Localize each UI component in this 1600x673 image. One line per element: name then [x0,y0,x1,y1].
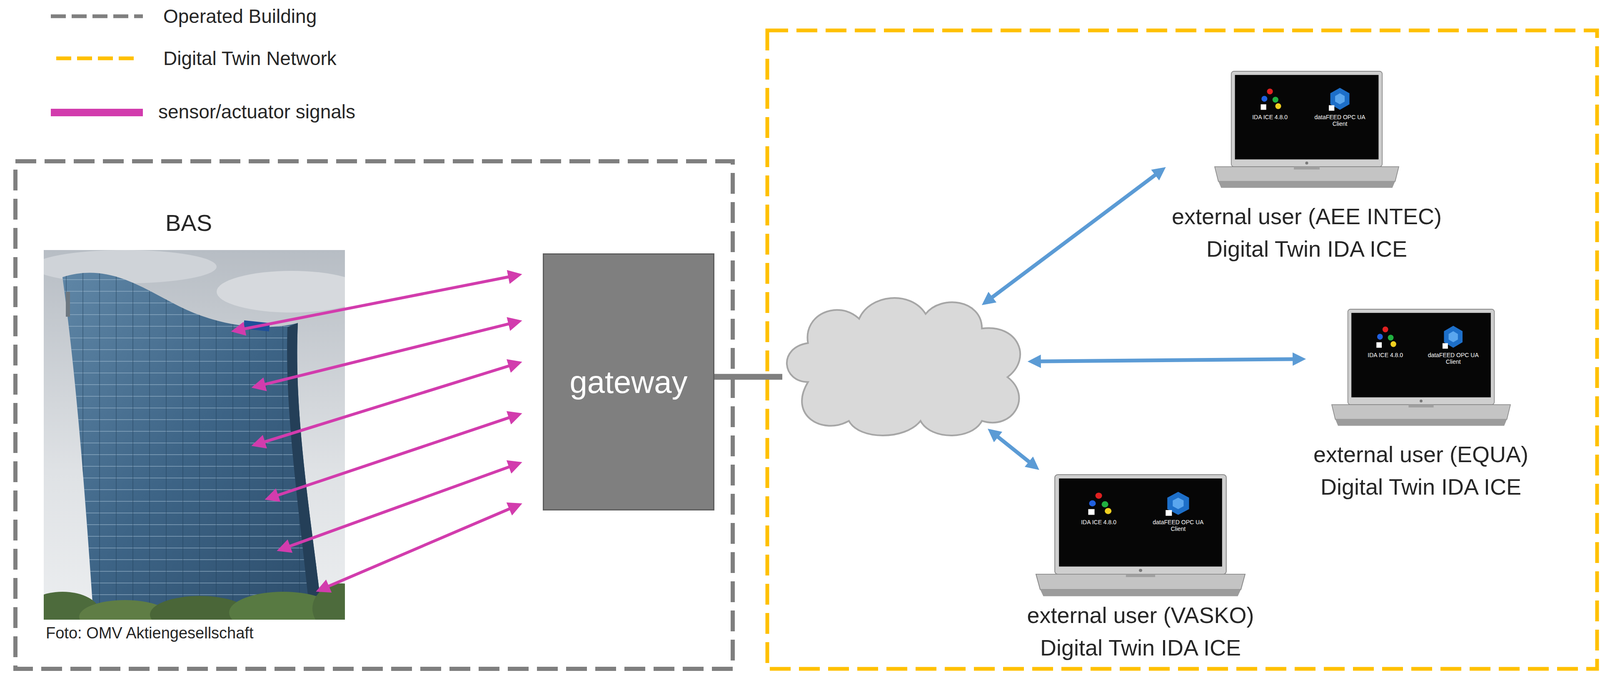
legend-sample-grey-dashed [50,14,143,19]
icon-label: IDA ICE 4.8.0 [1067,518,1131,526]
shortcut-badge [1328,105,1335,111]
icon-label: IDA ICE 4.8.0 [1242,113,1298,121]
gateway-link [714,373,783,380]
laptop-picture [1035,474,1246,597]
ida-icon-dot [1272,96,1279,103]
node-caption: external user (VASKO) [1026,598,1254,632]
datafeed-icon-core [1172,497,1184,510]
node-caption: external user (EQUA) [1313,437,1529,471]
laptop-node: external user (AEE INTEC)Digital Twin ID… [1171,71,1442,266]
icon-label: dataFEED OPC UA Client [1312,113,1368,128]
laptop-logo [1138,568,1143,572]
laptop-lid [1347,309,1495,405]
node-caption: Digital Twin IDA ICE [1206,232,1408,265]
laptop-front [1335,419,1508,426]
laptop-notch [1293,166,1320,170]
shortcut-badge [1442,343,1448,349]
laptop-picture [1214,71,1399,188]
laptop-base [1214,166,1399,182]
laptop-node: external user (VASKO)Digital Twin IDA IC… [1026,474,1254,664]
signal-arrow [284,464,515,548]
building-photo [43,249,345,620]
photo-credit: Foto: OMV Aktiengesellschaft [45,623,254,643]
cloud-outline [777,289,1034,436]
ida-icon-dot [1387,334,1394,341]
laptop-notch [1408,404,1434,408]
building-edge [287,322,323,620]
building-node: BAS [43,205,345,620]
photo-cloud [216,270,345,313]
signal-arrow [259,364,515,444]
ida-icon-dot [1275,103,1281,110]
ida-icon-dot [1377,333,1383,340]
icon-label: IDA ICE 4.8.0 [1358,351,1413,359]
laptop-screen [1235,74,1379,160]
shortcut-badge [1088,509,1095,515]
legend-text: Operated Building [163,4,317,28]
laptop-screen [1058,478,1223,567]
cloud-shape [777,289,1034,436]
ida-icon-dot [1101,501,1109,508]
photo-tree [312,583,345,620]
signal-arrow [272,415,515,497]
building-facade [62,272,323,620]
icon-label: dataFEED OPC UA Client [1426,351,1481,365]
ida-icon-dot [1095,492,1103,499]
network-arrow [1035,359,1298,362]
node-heading: BAS [43,205,345,240]
building-antenna [65,291,70,317]
ida-icon-dot [1089,500,1096,507]
laptop-picture [1331,309,1511,426]
shortcut-badge [1165,509,1172,516]
node-caption: Digital Twin IDA ICE [1320,470,1522,503]
laptop-base [1035,574,1246,590]
laptop-lid [1231,71,1383,167]
laptop-notch [1125,574,1156,577]
node-caption: external user (AEE INTEC) [1171,199,1442,233]
datafeed-icon-core [1448,331,1458,342]
ida-icon-dot [1104,507,1112,515]
ida-icon-dot [1267,88,1274,95]
node-caption: Digital Twin IDA ICE [1040,631,1241,664]
laptop-front [1040,589,1241,597]
cloud-outline-path [786,297,1021,436]
building-windows [62,272,323,620]
shortcut-badge [1260,104,1267,110]
laptop-lid [1054,474,1227,575]
ida-icon-dot [1261,95,1268,102]
datafeed-icon-core [1335,93,1345,105]
laptop-base [1331,404,1511,420]
ida-icon-dot [1382,326,1389,332]
network-arrow [993,433,1034,465]
node-label: gateway [569,362,688,401]
legend-text: Digital Twin Network [163,46,337,70]
laptop-logo [1305,161,1308,165]
network-arrow [988,171,1160,300]
laptop-front [1218,181,1396,188]
laptop-screen [1351,312,1491,398]
digital-twin-region [767,30,1598,669]
ida-icon-dot [1390,341,1397,347]
gateway-box: gateway [542,253,715,511]
operated-building-region [15,161,733,669]
legend-sample-magenta [50,108,143,117]
laptop-node: external user (EQUA)Digital Twin IDA ICE [1313,309,1529,504]
shortcut-badge [1376,341,1382,348]
legend-sample-yellow-dashed [56,56,138,61]
signal-arrow [323,506,515,589]
icon-label: dataFEED OPC UA Client [1146,518,1210,532]
legend-text: sensor/actuator signals [158,99,356,124]
signal-arrow [239,275,515,330]
laptop-logo [1419,399,1423,403]
